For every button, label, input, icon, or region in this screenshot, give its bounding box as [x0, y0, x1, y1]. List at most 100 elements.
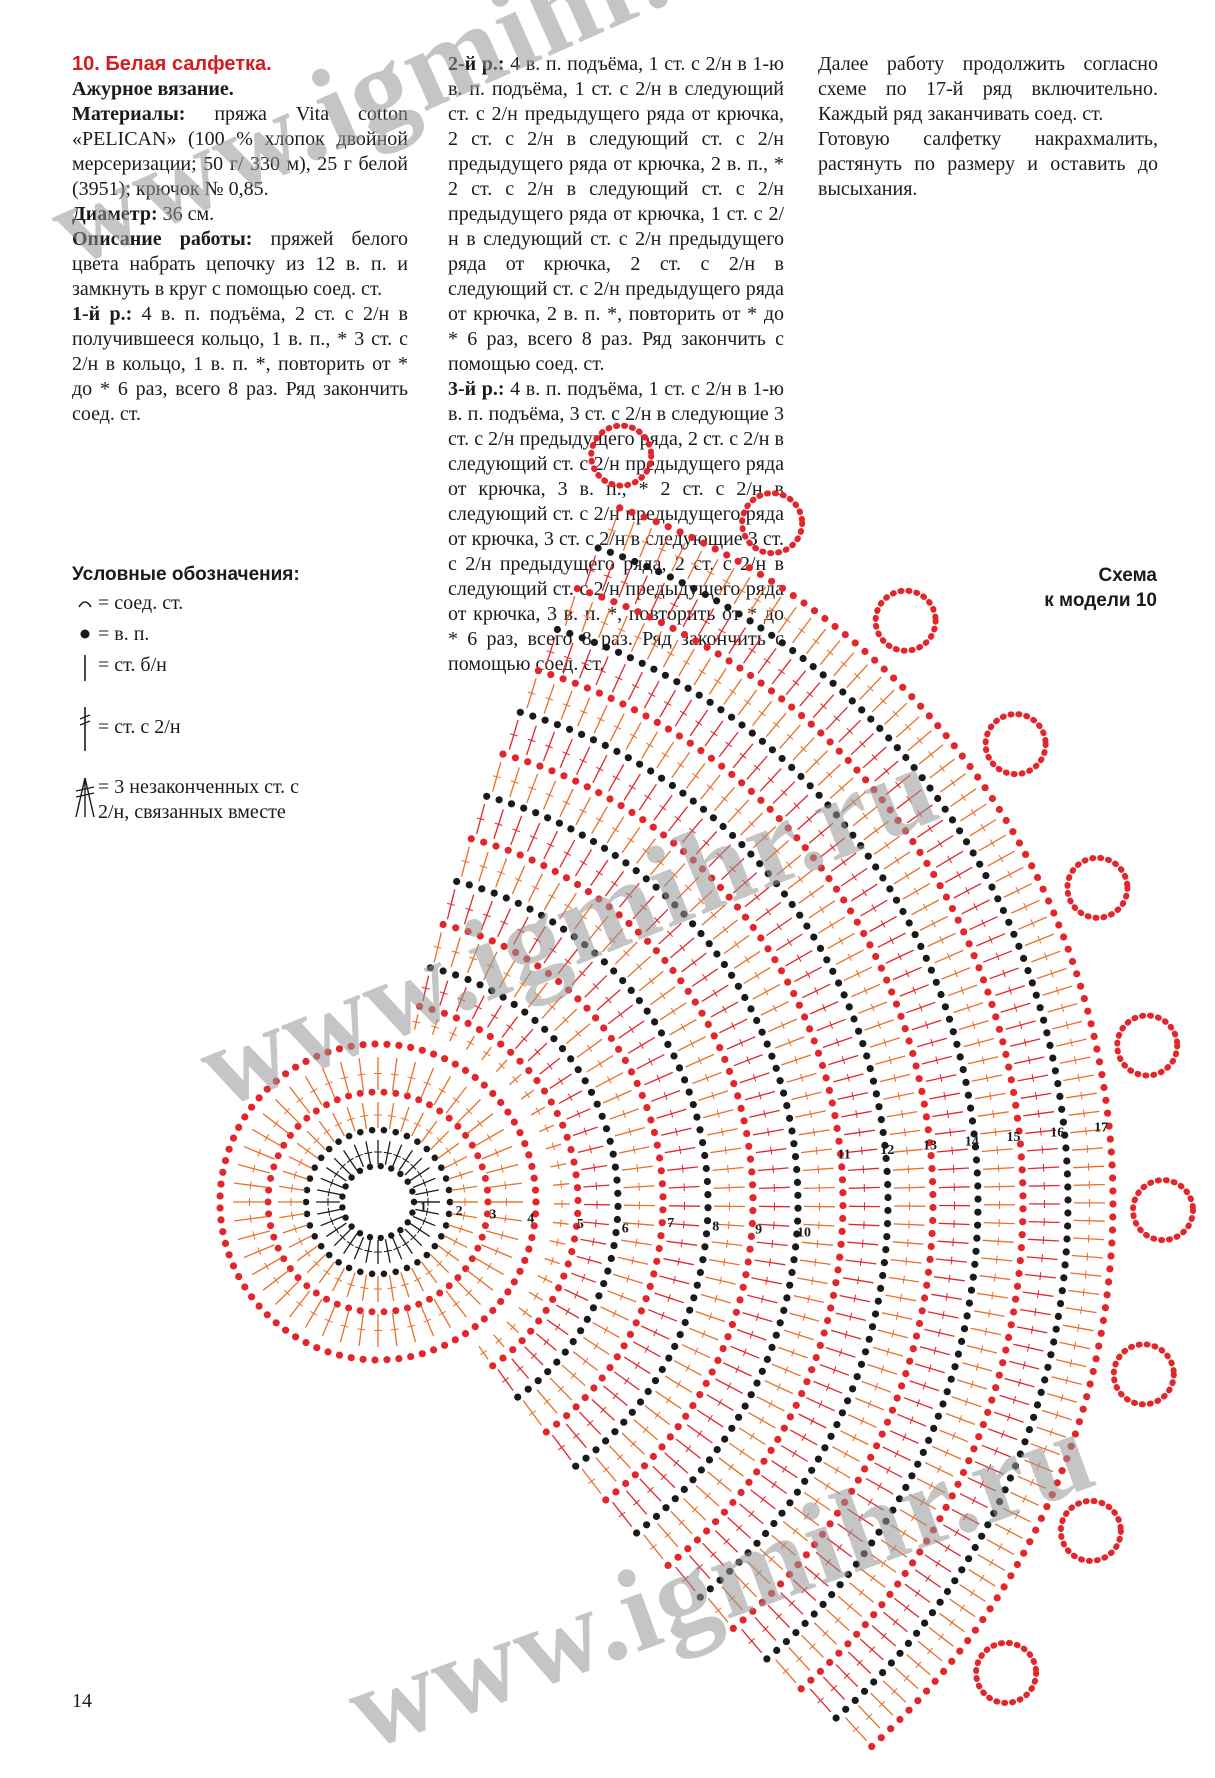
- chain-stitch-mark: [936, 1515, 943, 1522]
- chain-stitch-mark: [1005, 1334, 1012, 1341]
- chain-stitch-mark: [968, 1287, 975, 1294]
- chain-stitch-mark: [568, 1248, 575, 1255]
- chain-stitch-mark: [887, 806, 894, 813]
- chain-stitch-mark: [595, 789, 602, 796]
- chain-stitch-mark: [817, 1342, 824, 1349]
- chain-stitch-mark: [1088, 1020, 1095, 1027]
- chain-stitch-mark: [793, 1166, 800, 1173]
- chain-stitch-mark: [960, 1469, 967, 1476]
- chain-stitch-mark: [896, 1650, 903, 1657]
- chain-stitch-mark: [219, 1169, 226, 1176]
- chain-stitch-icon: [72, 622, 98, 644]
- chain-stitch-mark: [679, 579, 686, 586]
- chain-stitch-mark: [219, 1228, 226, 1235]
- chain-stitch-mark: [658, 775, 665, 782]
- stitch-bar-mark: [868, 1499, 872, 1506]
- chain-stitch-mark: [574, 1184, 581, 1191]
- scallop-mark: [876, 591, 936, 651]
- chain-stitch-mark: [749, 1181, 756, 1188]
- chain-stitch-mark: [698, 1466, 705, 1473]
- scallop-mark: [591, 426, 651, 486]
- chain-stitch-mark: [741, 994, 748, 1001]
- chain-stitch-mark: [919, 1307, 926, 1314]
- chain-stitch-mark: [715, 650, 722, 657]
- chain-stitch-mark: [1005, 1064, 1012, 1071]
- chain-stitch-mark: [1009, 828, 1016, 835]
- stitch-bar-mark: [1078, 1074, 1079, 1082]
- chain-stitch-mark: [1055, 1313, 1062, 1320]
- chain-stitch-mark: [954, 1481, 961, 1488]
- chain-stitch-mark: [943, 732, 950, 739]
- chain-stitch-mark: [528, 1234, 535, 1241]
- chain-stitch-mark: [616, 911, 623, 918]
- chain-stitch-mark: [923, 860, 930, 867]
- chain-stitch-mark: [665, 726, 672, 733]
- chain-stitch-mark: [560, 926, 567, 933]
- stitch-bar-mark: [547, 1063, 552, 1069]
- stitch-bar-mark: [989, 1559, 993, 1566]
- chain-stitch-mark: [1028, 862, 1035, 869]
- scheme-caption-line1: Схема: [1044, 563, 1157, 588]
- stitch-bar-mark: [997, 1256, 998, 1264]
- chain-stitch-mark: [607, 1138, 614, 1145]
- chain-stitch-mark: [357, 1269, 364, 1276]
- chain-stitch-mark: [696, 1391, 703, 1398]
- chain-stitch-mark: [465, 1020, 472, 1027]
- chain-stitch-mark: [488, 987, 495, 994]
- chain-stitch-mark: [703, 1230, 710, 1237]
- chain-stitch-mark: [1017, 1257, 1024, 1264]
- chain-stitch-mark: [928, 1165, 935, 1172]
- stitch-bar-mark: [908, 1165, 909, 1173]
- stitch-bar-mark: [946, 1545, 950, 1552]
- chain-stitch-mark: [454, 1274, 461, 1281]
- chain-stitch-mark: [346, 1265, 353, 1272]
- chain-stitch-mark: [934, 722, 941, 729]
- chain-stitch-mark: [704, 1217, 711, 1224]
- chain-stitch-mark: [815, 1050, 822, 1057]
- stitch-bar-mark: [1035, 1308, 1036, 1316]
- stitch-bar-mark: [755, 972, 759, 979]
- stitch-bar-mark: [802, 1434, 806, 1441]
- chain-stitch-mark: [1019, 1231, 1026, 1238]
- chain-stitch-mark: [978, 1533, 985, 1540]
- chain-stitch-mark: [1043, 1029, 1050, 1036]
- chain-stitch-mark: [273, 1319, 280, 1326]
- chain-stitch-mark: [728, 972, 735, 979]
- stitch-bar-mark: [560, 1219, 561, 1227]
- chain-stitch-mark: [742, 914, 749, 921]
- legend-label: = 3 незаконченных ст. с 2/н, связанных в…: [98, 775, 318, 825]
- chain-stitch-mark: [1104, 1291, 1111, 1298]
- legend-item-chain: = в. п.: [72, 622, 332, 647]
- chain-stitch-mark: [818, 865, 825, 872]
- chain-stitch-mark: [949, 816, 956, 823]
- chain-stitch-mark: [1056, 1093, 1063, 1100]
- chain-stitch-mark: [525, 1067, 532, 1074]
- chain-stitch-mark: [571, 933, 578, 940]
- chain-stitch-mark: [735, 983, 742, 990]
- chain-stitch-mark: [961, 1325, 968, 1332]
- scallop-mark: [1114, 1344, 1174, 1404]
- chain-stitch-mark: [521, 1140, 528, 1147]
- row-number-label: 9: [755, 1222, 762, 1237]
- stitch-bar-mark: [914, 888, 918, 895]
- stitch-bar-mark: [561, 1181, 562, 1189]
- stitch-bar-mark: [953, 1238, 954, 1246]
- chain-stitch-mark: [960, 928, 967, 935]
- chain-stitch-mark: [643, 1104, 650, 1111]
- chain-stitch-mark: [567, 1146, 574, 1153]
- chain-stitch-mark: [703, 1380, 710, 1387]
- chain-stitch-mark: [659, 1180, 666, 1187]
- chain-stitch-mark: [280, 1142, 287, 1149]
- chain-stitch-mark: [872, 953, 879, 960]
- chain-stitch-mark: [482, 1175, 489, 1182]
- chain-stitch-mark: [441, 1342, 448, 1349]
- stitch-bar-mark: [825, 1483, 829, 1490]
- chain-stitch-mark: [790, 990, 797, 997]
- stitch-bar-mark: [994, 1274, 995, 1282]
- chain-stitch-mark: [1012, 1296, 1019, 1303]
- chain-stitch-mark: [1041, 1376, 1048, 1383]
- chain-stitch-mark: [966, 1300, 973, 1307]
- chain-stitch-mark: [397, 1171, 403, 1177]
- stitch-bar-mark: [938, 841, 942, 848]
- chain-stitch-mark: [914, 1697, 921, 1704]
